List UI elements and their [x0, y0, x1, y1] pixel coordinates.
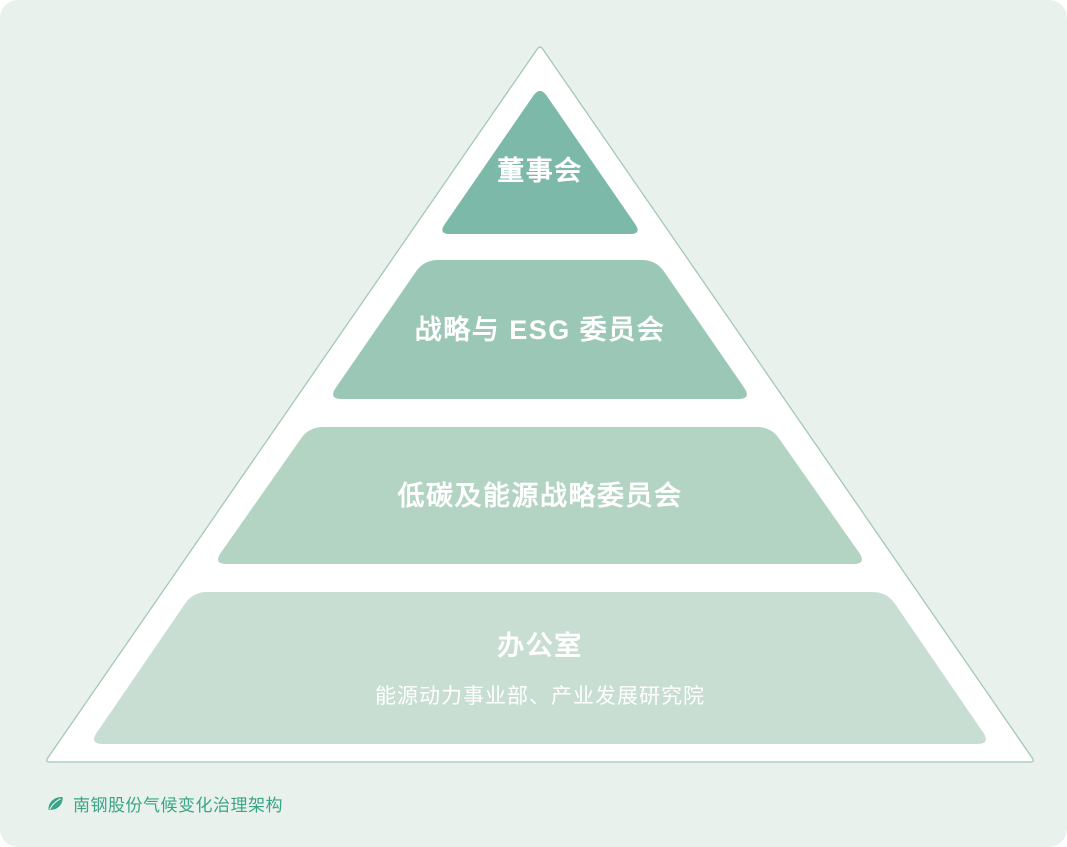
diagram-caption-text: 南钢股份气候变化治理架构: [73, 796, 283, 815]
tier-board-label: 董事会: [497, 156, 583, 186]
tier-office-sublabel: 能源动力事业部、产业发展研究院: [375, 685, 705, 708]
tier-office-label: 办公室: [497, 630, 583, 661]
tier-office: [94, 592, 986, 744]
tier-strategy-esg-label: 战略与 ESG 委员会: [415, 314, 666, 345]
leaf-icon: [48, 797, 63, 810]
diagram-caption: 南钢股份气候变化治理架构: [46, 791, 283, 816]
pyramid-outline: [46, 46, 1034, 763]
tier-lowcarbon-energy-committee: [218, 427, 862, 564]
tier-strategy-esg-committee: [333, 260, 747, 399]
tier-lowcarbon-energy-label: 低碳及能源战略委员会: [397, 480, 683, 511]
tier-board: [442, 90, 638, 234]
